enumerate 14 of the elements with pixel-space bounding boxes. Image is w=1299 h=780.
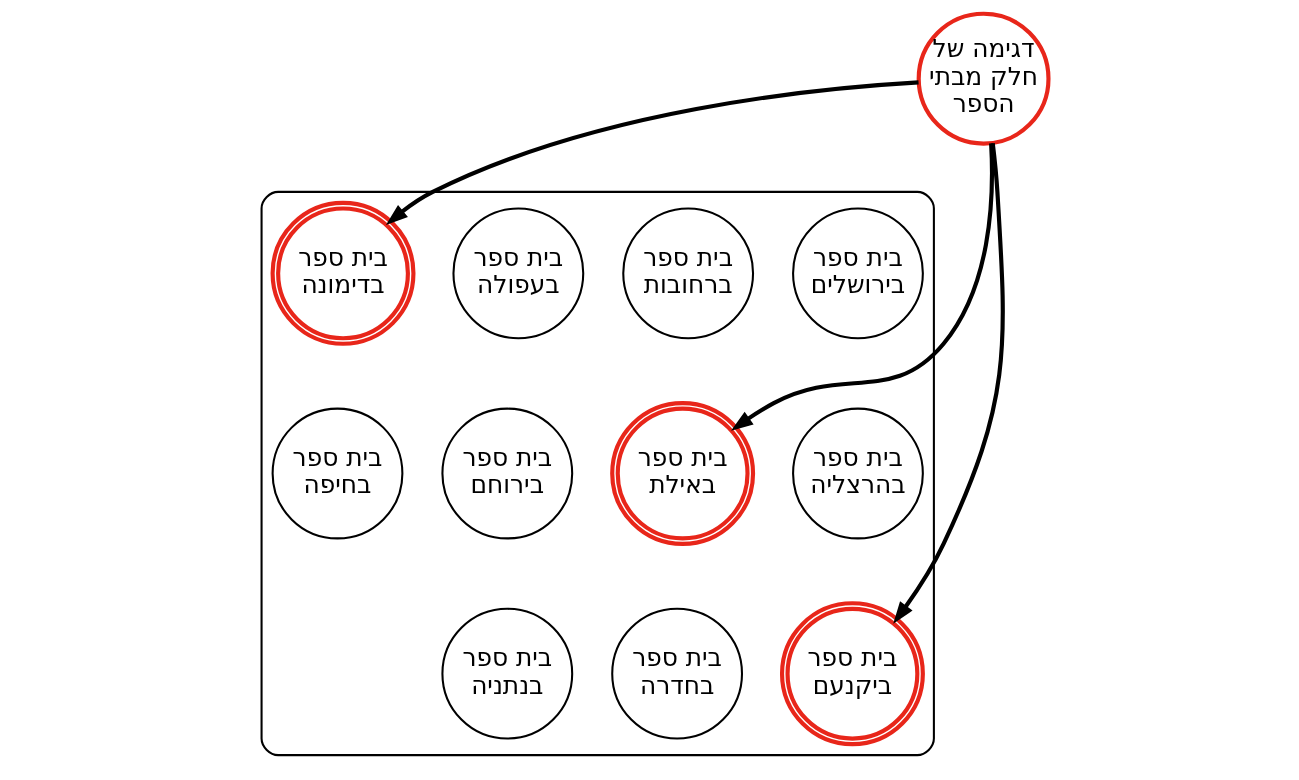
arrow: [385, 80, 919, 226]
arrow: [893, 142, 1005, 624]
node-circle: בית ספר בהרצליה: [792, 407, 924, 540]
node-circle: בית ספר בדימונה: [270, 200, 416, 346]
node-circle: בית ספר בירוחם: [441, 407, 574, 540]
node-circle: בית ספר בעפולה: [452, 207, 585, 340]
node-circle: בית ספר בחדרה: [611, 607, 744, 740]
node-circle: בית ספר בירושלים: [792, 207, 924, 340]
node-circle: בית ספר בחיפה: [271, 407, 404, 540]
node-circle: בית ספר בנתניה: [441, 607, 574, 740]
cluster: [260, 190, 935, 757]
node-circle: בית ספר ברחובות: [622, 207, 755, 340]
node-circle: דגימה של חלק מבתי הספר: [916, 11, 1051, 146]
arrow: [731, 143, 995, 431]
